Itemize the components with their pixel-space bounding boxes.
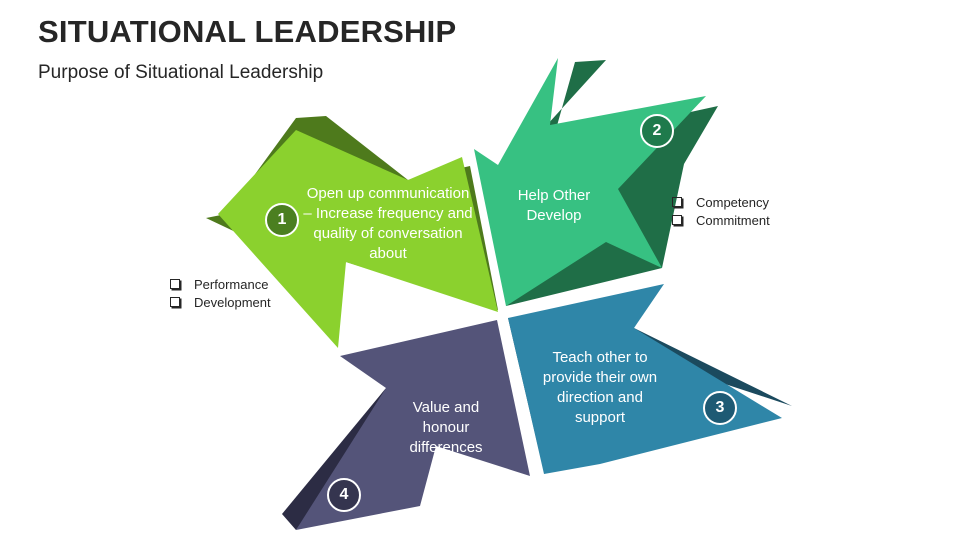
segment-1-shape (218, 130, 498, 348)
checklist-item: Competency (672, 193, 770, 211)
segment-4-shadow (282, 388, 386, 530)
segment-2-label: Help Other Develop (517, 187, 591, 224)
checkbox-icon (672, 197, 682, 207)
checklist-left: Performance Development (170, 275, 271, 311)
step-number-badge-3: 3 (703, 391, 737, 425)
segment-3-label: Teach other to provide their own directi… (542, 349, 658, 426)
checklist-item: Performance (170, 275, 271, 293)
step-number-badge-1: 1 (265, 203, 299, 237)
checklist-item: Commitment (672, 211, 770, 229)
segment-3-shape (508, 284, 782, 474)
page-title: SITUATIONAL LEADERSHIP (38, 14, 457, 49)
checklist-right: Competency Commitment (672, 193, 770, 229)
checkbox-icon (672, 215, 682, 225)
checkbox-icon (170, 279, 180, 289)
step-number-badge-4: 4 (327, 478, 361, 512)
checkbox-icon (170, 297, 180, 307)
checklist-item-label: Commitment (696, 212, 770, 228)
step-number-badge-2: 2 (640, 114, 674, 148)
checklist-item-label: Competency (696, 194, 769, 210)
segment-1-label: Open up communication – Increase frequen… (303, 185, 473, 262)
page-subtitle: Purpose of Situational Leadership (38, 62, 324, 83)
checklist-item: Development (170, 293, 271, 311)
checklist-item-label: Performance (194, 276, 269, 292)
checklist-item-label: Development (194, 294, 271, 310)
segment-4-shape (296, 320, 530, 530)
segment-4-label: Value and honour differences (409, 399, 483, 456)
